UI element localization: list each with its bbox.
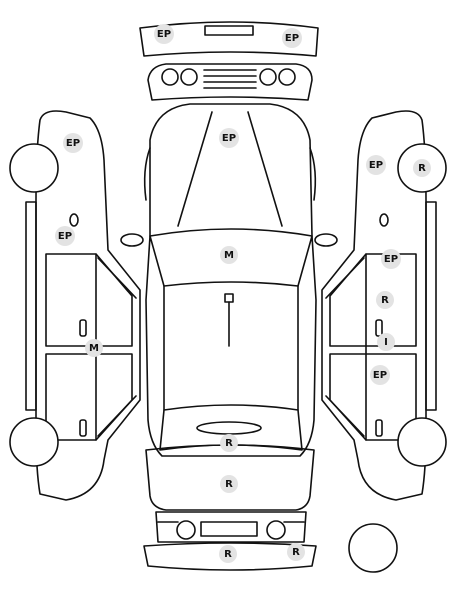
marker-code: EP xyxy=(369,160,383,171)
marker-hood[interactable]: EP xyxy=(219,128,239,148)
marker-badge xyxy=(220,434,238,452)
marker-rear-bumper-left[interactable]: R xyxy=(219,545,237,563)
marker-code: EP xyxy=(157,29,171,40)
marker-right-front-door[interactable]: R xyxy=(376,291,394,309)
marker-badge xyxy=(376,291,394,309)
marker-right-front-fender[interactable]: EP xyxy=(366,155,386,175)
marker-badge xyxy=(366,155,386,175)
marker-right-front-door-top[interactable]: EP xyxy=(381,249,401,269)
marker-badge xyxy=(55,226,75,246)
marker-front-bumper-left[interactable]: EP xyxy=(154,24,174,44)
marker-badge xyxy=(282,28,302,48)
marker-left-front-fender-top[interactable]: EP xyxy=(63,133,83,153)
car-body[interactable] xyxy=(120,103,338,457)
marker-badge xyxy=(219,545,237,563)
marker-badge xyxy=(381,249,401,269)
marker-badge xyxy=(85,339,103,357)
marker-left-door-sill[interactable]: M xyxy=(85,339,103,357)
damage-markers: EP EP EP M EP EP M EP R EP R I EP R R R R xyxy=(55,24,431,563)
marker-right-rear-door[interactable]: EP xyxy=(370,365,390,385)
marker-badge xyxy=(370,365,390,385)
marker-code: R xyxy=(225,479,233,490)
marker-badge xyxy=(219,128,239,148)
rear-lights[interactable] xyxy=(155,511,307,543)
marker-right-front-wheel[interactable]: R xyxy=(413,159,431,177)
marker-badge xyxy=(377,333,395,351)
marker-code: R xyxy=(381,295,389,306)
marker-badge xyxy=(220,475,238,493)
marker-code: I xyxy=(384,337,388,348)
marker-windshield[interactable]: M xyxy=(220,246,238,264)
rear-bumper[interactable] xyxy=(143,542,317,571)
right-side[interactable] xyxy=(321,110,447,501)
marker-badge xyxy=(287,543,305,561)
marker-badge xyxy=(154,24,174,44)
marker-code: R xyxy=(418,163,426,174)
marker-code: EP xyxy=(66,138,80,149)
marker-rear-window[interactable]: R xyxy=(220,434,238,452)
marker-code: EP xyxy=(373,370,387,381)
marker-code: R xyxy=(292,547,300,558)
front-bumper[interactable] xyxy=(139,21,319,57)
marker-badge xyxy=(63,133,83,153)
marker-rear-bumper-right[interactable]: R xyxy=(287,543,305,561)
marker-code: M xyxy=(224,250,234,261)
marker-code: R xyxy=(224,549,232,560)
marker-right-door-sill[interactable]: I xyxy=(377,333,395,351)
marker-code: EP xyxy=(384,254,398,265)
marker-trunk[interactable]: R xyxy=(220,475,238,493)
marker-code: EP xyxy=(285,33,299,44)
marker-code: R xyxy=(225,438,233,449)
marker-code: M xyxy=(89,343,99,354)
front-grille[interactable] xyxy=(147,63,313,101)
spare-tire[interactable] xyxy=(348,523,398,573)
marker-code: EP xyxy=(58,231,72,242)
trunk[interactable] xyxy=(145,444,315,511)
marker-code: EP xyxy=(222,133,236,144)
marker-badge xyxy=(220,246,238,264)
marker-left-front-fender-bottom[interactable]: EP xyxy=(55,226,75,246)
marker-front-bumper-right[interactable]: EP xyxy=(282,28,302,48)
left-side[interactable] xyxy=(9,110,141,501)
marker-badge xyxy=(413,159,431,177)
